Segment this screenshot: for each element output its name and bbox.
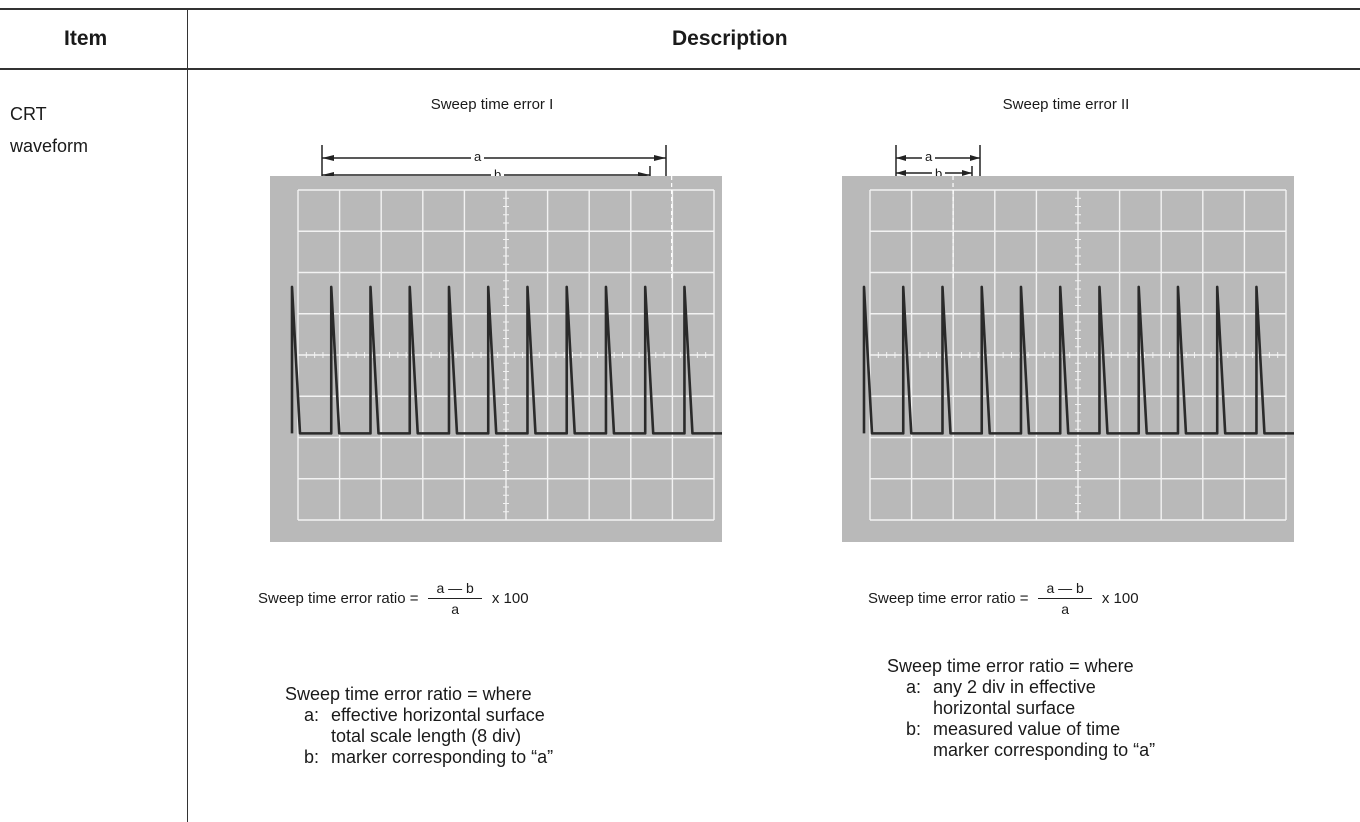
right-dimension-marks (895, 145, 981, 180)
right-formula: Sweep time error ratio = a — b a x 100 (868, 580, 1139, 617)
table-header-rule (0, 68, 1360, 70)
left-crt-screen-bg (270, 176, 722, 542)
right-crt-screen (842, 176, 1294, 542)
left-legend-title: Sweep time error ratio = where (285, 684, 532, 704)
right-dim-a-label: a (922, 149, 936, 164)
right-formula-multiplier: x 100 (1101, 590, 1139, 607)
item-label-line1: CRT (10, 104, 47, 124)
table-top-rule (0, 8, 1360, 10)
right-legend-b-line1: measured value of time (933, 719, 1121, 739)
left-crt-pulse-trace (290, 285, 722, 435)
left-legend-a-line2: total scale length (8 div) (331, 726, 522, 746)
left-formula-multiplier: x 100 (491, 590, 529, 607)
right-panel-title: Sweep time error II (1002, 96, 1130, 113)
left-panel-title: Sweep time error I (430, 96, 554, 113)
left-formula-fraction: a — b a (428, 580, 482, 617)
description-column-header: Description (672, 27, 788, 50)
right-formula-fraction: a — b a (1038, 580, 1092, 617)
left-formula: Sweep time error ratio = a — b a x 100 (258, 580, 529, 617)
item-label-line2: waveform (10, 136, 89, 156)
left-formula-denominator: a (451, 601, 460, 617)
right-legend-a-line2: horizontal surface (933, 698, 1076, 718)
right-formula-numerator: a — b (1038, 580, 1092, 599)
left-dim-a-label: a (471, 149, 485, 164)
right-crt-pulse-trace (862, 285, 1294, 435)
left-crt-screen (270, 176, 722, 542)
item-column-header: Item (64, 27, 108, 50)
right-legend-a-key: a: (905, 677, 921, 697)
item-label: CRT waveform (10, 98, 88, 162)
right-formula-lhs: Sweep time error ratio = (868, 590, 1029, 607)
right-legend-a-line1: any 2 div in effective (933, 677, 1096, 697)
right-legend: Sweep time error ratio = where a: any 2 … (887, 656, 1155, 761)
right-legend-b-key: b: (905, 719, 921, 739)
left-formula-numerator: a — b (428, 580, 482, 599)
right-legend-title: Sweep time error ratio = where (887, 656, 1134, 676)
column-divider (187, 8, 188, 822)
left-dimension-marks (321, 145, 667, 180)
right-legend-b-line2: marker corresponding to “a” (933, 740, 1156, 760)
left-legend-b-line1: marker corresponding to “a” (331, 747, 554, 767)
right-formula-denominator: a (1061, 601, 1070, 617)
left-legend-a-line1: effective horizontal surface (331, 705, 545, 725)
left-legend: Sweep time error ratio = where a: effect… (285, 684, 553, 768)
left-formula-lhs: Sweep time error ratio = (258, 590, 419, 607)
left-legend-a-key: a: (303, 705, 319, 725)
right-crt-screen-bg (842, 176, 1294, 542)
left-legend-b-key: b: (303, 747, 319, 767)
